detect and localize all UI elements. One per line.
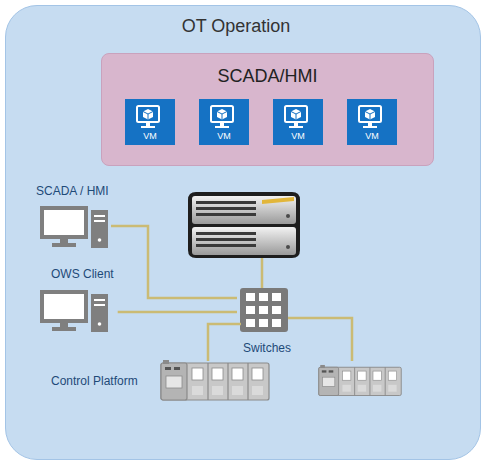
vm-icon [347,102,393,132]
wire [261,258,264,288]
node-label: SCADA / HMI [36,184,109,198]
vm-label: VM [199,131,249,142]
control-platform-node: Control Platform [46,359,276,405]
network-cable [111,226,237,298]
vm-box: VM [347,99,397,145]
plc-icon [319,365,401,396]
node-label: Control Platform [51,374,138,388]
vm-icon [125,102,171,132]
computer-node: SCADA / HMI [31,184,111,254]
switch-node: Switches [237,288,297,356]
region-title: OT Operation [156,16,316,37]
group-title: SCADA/HMI [102,66,433,87]
network-cable [118,311,237,314]
vm-box: VM [199,99,249,145]
switch-icon [240,288,288,332]
computer-node: OWS Client [31,265,118,335]
node-label: Switches [237,341,297,355]
vm-icon [199,102,245,132]
vm-icon [273,102,319,132]
vm-box: VM [273,99,323,145]
computer-icon [42,208,108,248]
node-label: OWS Client [51,267,114,281]
vm-box: VM [125,99,175,145]
network-cable [208,324,241,361]
vm-group-box: SCADA/HMI VM VM VM VM [101,53,434,166]
plc-icon [161,360,269,400]
vm-label: VM [125,131,175,142]
vm-label: VM [273,131,323,142]
computer-icon [42,292,108,332]
vm-label: VM [347,131,397,142]
wire [288,318,352,361]
server-illustration [188,192,300,258]
